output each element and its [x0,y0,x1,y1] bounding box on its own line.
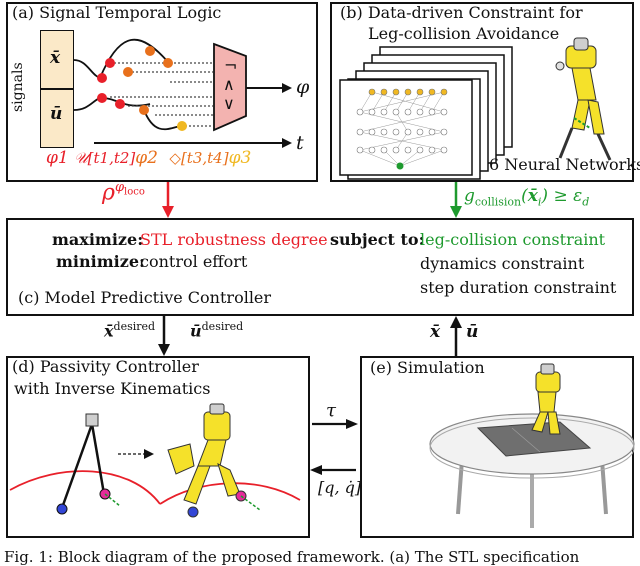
panel-nn-title-1: (b) Data-driven Constraint for [340,3,583,22]
panel-nn-title-2: Leg-collision Avoidance [368,24,560,43]
formula-until: 𝒰[t1,t2] [74,149,136,167]
robustness-arrow-label: ρφloco [102,180,145,206]
gate-symbol-or: ∨ [223,94,235,113]
signal-divider [40,88,74,90]
gate-symbol-and: ∧ [223,75,235,94]
panel-simulation-title: (e) Simulation [370,358,485,377]
u-bar-feedback-label: ū [466,322,479,342]
gate-symbol-not: ¬ [224,56,238,75]
subject-to-keyword: subject to: [330,230,425,249]
phi-output-label: φ [296,76,310,98]
x-bar-feedback-label: x̄ [430,322,441,342]
q-qdot-label: [q, q̇] [318,478,362,497]
collision-arrow-label: gcollision(x̄i) ≥ εd [464,186,590,209]
u-bar-label: ū [50,104,63,124]
formula-phi1: φ1 [46,148,69,168]
u-desired-label: ūdesired [190,320,244,341]
minimize-value: control effort [140,252,248,271]
robot-d-image [167,403,247,518]
formula-phi3: φ3 [228,148,252,168]
panel-stl-title: (a) Signal Temporal Logic [12,3,222,22]
maximize-keyword: maximize: [52,230,144,249]
stl-formula: φ1 𝒰[t1,t2]φ2 ◇[t3,t4]φ3 [46,148,251,168]
step-duration-constraint: step duration constraint [420,278,617,297]
logic-gate [213,42,247,132]
x-bar-label: x̄ [50,48,61,68]
nn-output-node [396,162,404,170]
figure-caption: Fig. 1: Block diagram of the proposed fr… [4,548,580,566]
panel-mpc-title: (c) Model Predictive Controller [18,288,272,307]
signal-dots [97,46,187,131]
maximize-value: STL robustness degree [140,230,328,249]
tau-label: τ [326,400,336,421]
panel-passivity-title-2: with Inverse Kinematics [14,379,211,398]
panel-mpc [6,218,634,316]
panel-passivity-title-1: (d) Passivity Controller [12,357,199,376]
robot-e-image [531,363,561,435]
simulation-table-image [429,413,635,528]
x-desired-label: x̄desired [104,320,156,341]
nn-nodes [368,88,448,96]
nn-count-label: 6 Neural Networks [489,155,640,174]
nn-edges [359,91,445,167]
minimize-keyword: minimize: [56,252,145,271]
formula-eventually: ◇[t3,t4] [169,149,229,167]
leg-collision-constraint: leg-collision constraint [420,230,606,249]
dynamics-constraint: dynamics constraint [420,254,585,273]
robot-b-image [555,37,612,161]
formula-phi2: φ2 [135,148,158,168]
time-axis-label: t [296,132,304,154]
